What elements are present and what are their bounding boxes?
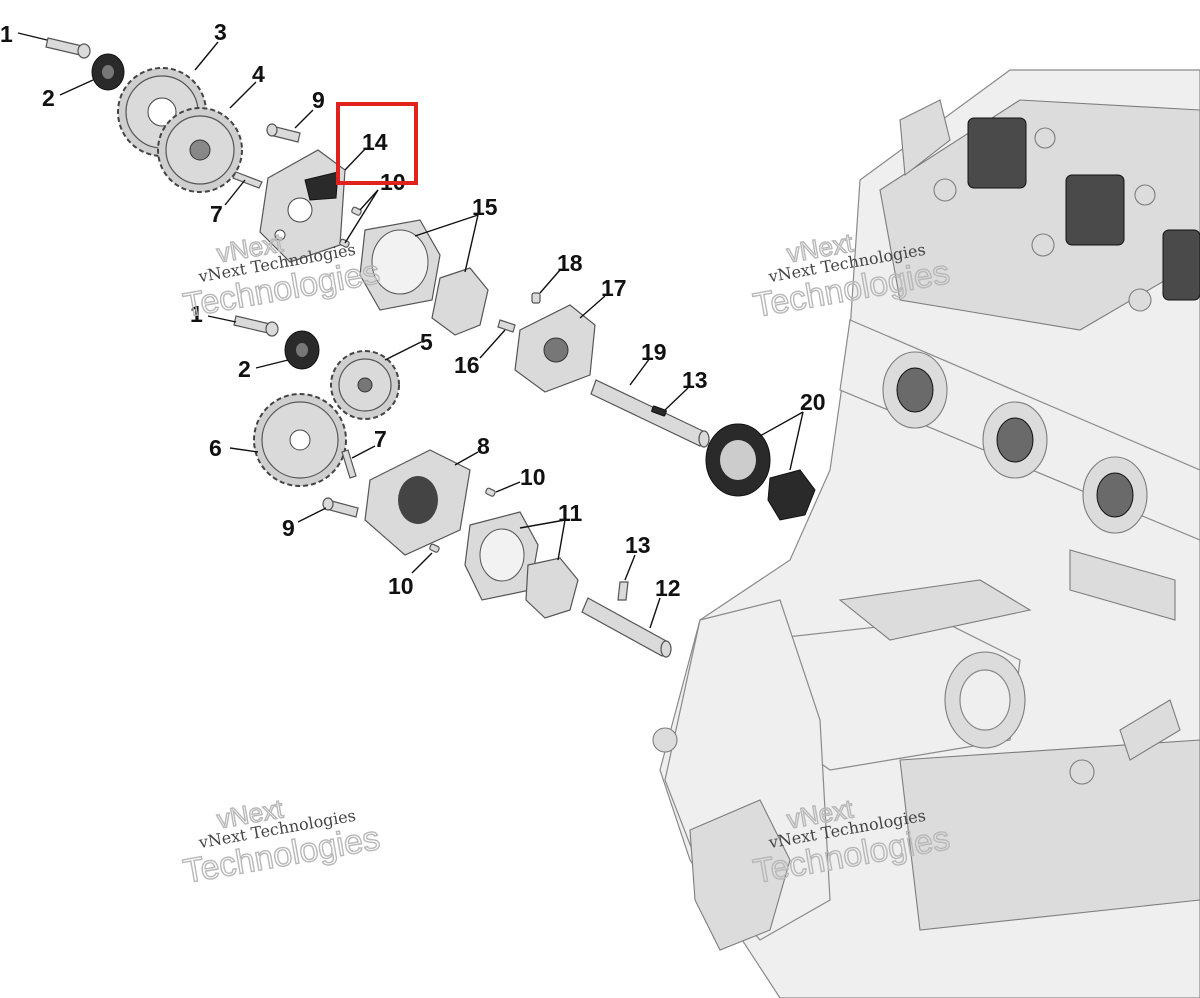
callout-12: 12 xyxy=(655,575,681,601)
part-8-pump-housing xyxy=(364,449,471,556)
part-10-pins-upper xyxy=(339,206,362,248)
watermark-bottom-left: vNext vNext Technologies Technologies xyxy=(180,793,383,892)
part-2-nut-lower xyxy=(284,330,320,370)
callout-1-upper: 1 xyxy=(0,21,13,47)
callout-3: 3 xyxy=(214,19,227,45)
callout-9-upper: 9 xyxy=(312,87,325,113)
part-12-shaft xyxy=(581,597,672,658)
part-20-rotor-set xyxy=(705,423,816,521)
part-2-nut-upper xyxy=(91,53,125,91)
part-13-pin-lower xyxy=(617,581,629,601)
callout-6: 6 xyxy=(209,435,222,461)
watermark-top-left: vNext vNext Technologies Technologies xyxy=(180,227,383,326)
callout-labels: 1 2 3 4 9 14 10 7 15 18 17 1 2 5 16 19 1… xyxy=(0,19,826,601)
callout-13-upper: 13 xyxy=(682,367,708,393)
part-13-pin-upper xyxy=(651,405,667,417)
callout-5: 5 xyxy=(420,329,433,355)
part-14-pump-cover xyxy=(259,149,346,263)
callout-18: 18 xyxy=(557,250,583,276)
part-9-bolt-lower xyxy=(322,497,359,518)
callout-16: 16 xyxy=(454,352,480,378)
part-11-rotor-set xyxy=(464,511,579,619)
part-10-pin-lower xyxy=(429,543,440,553)
callout-8: 8 xyxy=(477,433,490,459)
part-19-shaft xyxy=(590,379,710,448)
part-9-bolt-upper xyxy=(266,123,301,143)
part-6-gear xyxy=(253,393,347,487)
part-4-gear xyxy=(157,107,243,193)
leader-lines xyxy=(17,32,804,629)
part-10-pin-mid xyxy=(485,487,496,497)
callout-7-upper: 7 xyxy=(210,201,223,227)
part-5-gear xyxy=(330,350,400,420)
callout-15: 15 xyxy=(472,194,498,220)
callout-7-lower: 7 xyxy=(374,426,387,452)
highlight-box-14 xyxy=(336,102,418,185)
callout-13-lower: 13 xyxy=(625,532,651,558)
part-17-plate xyxy=(514,304,596,393)
part-18-spring xyxy=(531,292,541,304)
part-1-bolt-upper xyxy=(45,37,91,59)
callout-4: 4 xyxy=(252,61,265,87)
callout-10-lower: 10 xyxy=(388,573,414,599)
part-7-pin-upper xyxy=(232,171,263,189)
callout-14: 14 xyxy=(362,129,388,155)
part-16-spring xyxy=(497,319,516,333)
part-15-rotor-set xyxy=(359,219,489,336)
callout-2-lower: 2 xyxy=(238,356,251,382)
callout-20: 20 xyxy=(800,389,826,415)
engine-block xyxy=(652,69,1200,998)
callout-1-lower: 1 xyxy=(190,301,203,327)
callout-11: 11 xyxy=(558,500,583,526)
callout-2-upper: 2 xyxy=(42,85,55,111)
callout-10-mid: 10 xyxy=(520,464,546,490)
part-1-bolt-lower xyxy=(233,315,279,337)
callout-17: 17 xyxy=(601,275,627,301)
part-7-pin-lower xyxy=(341,449,357,479)
callout-9-lower: 9 xyxy=(282,515,295,541)
callout-19: 19 xyxy=(641,339,667,365)
